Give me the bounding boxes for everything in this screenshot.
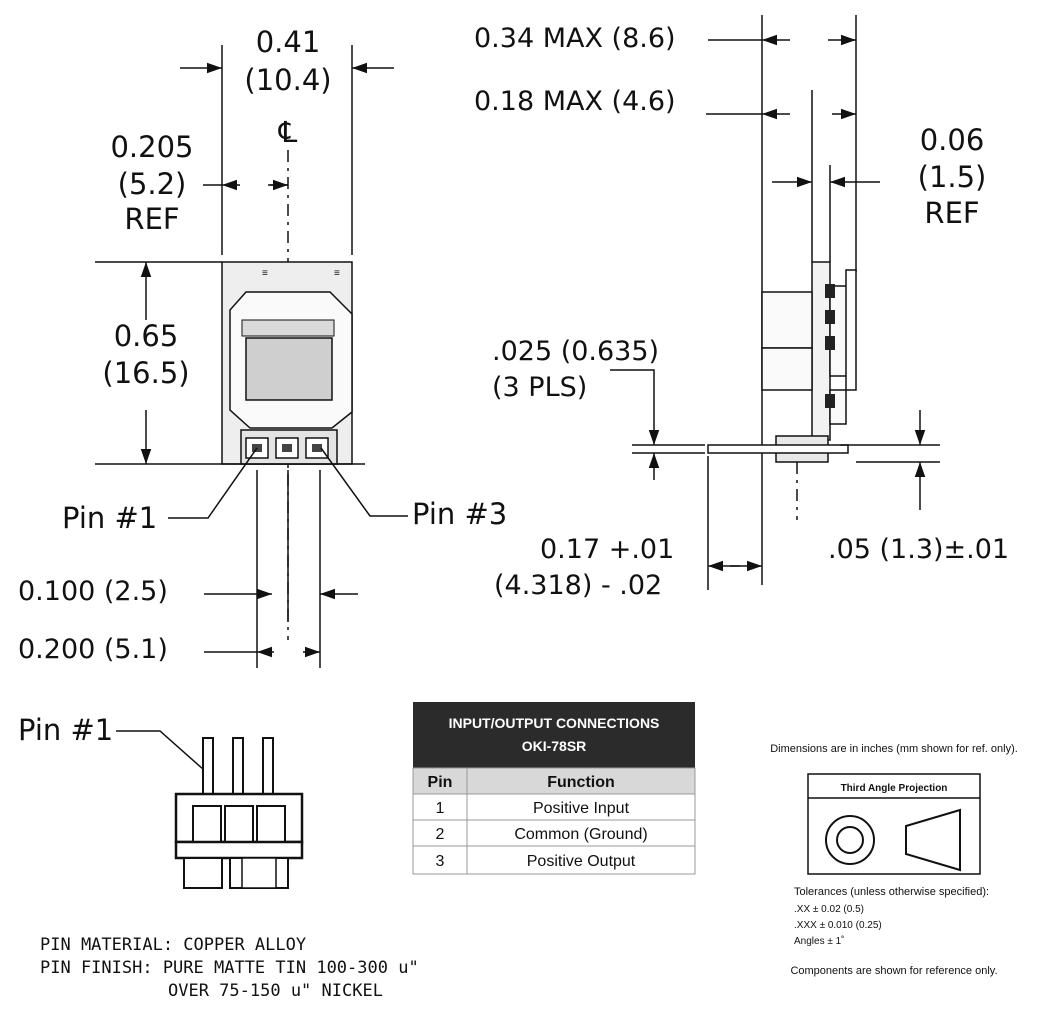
table-subtitle: OKI-78SR [522,738,587,754]
pitch-dim-large: 0.200 (5.1) [18,634,168,665]
pcb-thick-dim-mm: (1.5) [918,160,987,194]
tolerances-title: Tolerances (unless otherwise specified): [794,886,989,898]
pin-length-dim-in: 0.17 +.01 [540,534,674,565]
table-row: 1 Positive Input [436,800,630,817]
tolerance-angles: Angles ± 1˚ [794,935,845,947]
table-cell-function: Positive Output [527,853,636,870]
pitch-dim-small: 0.100 (2.5) [18,576,168,607]
svg-text:≡: ≡ [262,268,268,279]
pin-count-dim: (3 PLS) [492,372,587,403]
width-dim-in: 0.41 [256,25,321,59]
table-title: INPUT/OUTPUT CONNECTIONS [449,715,660,731]
half-width-dim-in: 0.205 [110,130,193,164]
height-dim-mm: (16.5) [102,356,189,390]
height-dim-in: 0.65 [114,319,179,353]
table-cell-function: Positive Input [533,800,630,817]
table-cell-pin: 3 [436,853,445,870]
max-depth-dim: 0.34 MAX (8.6) [474,23,676,54]
projection-title: Third Angle Projection [841,783,948,794]
table-cell-pin: 1 [436,800,445,817]
table-row: 3 Positive Output [436,853,636,870]
svg-text:≡: ≡ [334,268,340,279]
pin-offset-dim: .05 (1.3)±.01 [828,534,1009,565]
io-connections-table: INPUT/OUTPUT CONNECTIONS OKI-78SR Pin Fu… [412,702,696,875]
pin-size-dim: .025 (0.635) [492,336,659,367]
table-row: 2 Common (Ground) [436,826,648,843]
front-pin3-label: Pin #3 [412,497,507,531]
pin-finish-note-2: OVER 75-150 u" NICKEL [168,981,383,1001]
table-cell-function: Common (Ground) [514,826,647,843]
dimensions-note: Dimensions are in inches (mm shown for r… [770,743,1018,755]
half-width-dim-ref: REF [124,202,179,236]
half-width-dim-mm: (5.2) [118,167,187,201]
table-col-pin: Pin [428,774,453,791]
centerline-symbol: ℄ [278,115,298,149]
front-view: 0.41 (10.4) ℄ 0.205 (5.2) REF ≡ ≡ 0.65 [18,25,507,668]
third-angle-projection: Third Angle Projection [807,773,981,875]
max-body-dim: 0.18 MAX (4.6) [474,86,676,117]
table-col-function: Function [547,774,615,791]
tolerance-xx: .XX ± 0.02 (0.5) [794,904,864,915]
pin1-callout: Pin #1 [18,713,113,747]
table-cell-pin: 2 [436,826,445,843]
components-note: Components are shown for reference only. [790,965,997,977]
width-dim-mm: (10.4) [244,63,331,97]
pin-finish-note-1: PIN FINISH: PURE MATTE TIN 100-300 u" [40,958,419,978]
side-view: 0.34 MAX (8.6) 0.18 MAX (4.6) 0.06 (1.5)… [474,15,1009,601]
pcb-thick-dim-in: 0.06 [920,123,985,157]
tolerance-xxx: .XXX ± 0.010 (0.25) [794,920,882,931]
front-pin1-label: Pin #1 [62,501,157,535]
table-header [413,702,695,768]
pcb-thick-dim-ref: REF [924,196,979,230]
pin-end-view: Pin #1 [18,713,304,889]
pin-length-dim-mm: (4.318) - .02 [494,570,662,601]
pin-material-note: PIN MATERIAL: COPPER ALLOY [40,935,306,955]
